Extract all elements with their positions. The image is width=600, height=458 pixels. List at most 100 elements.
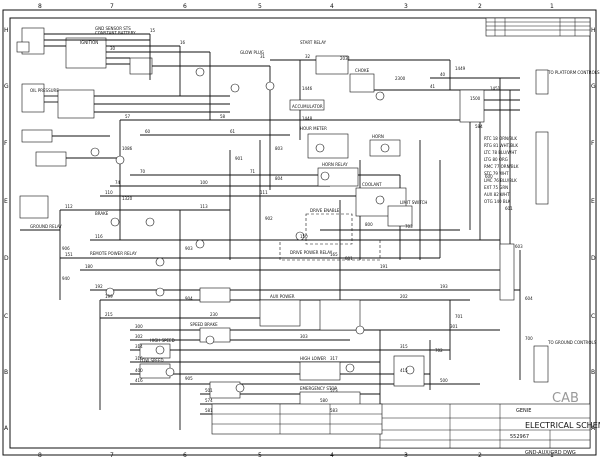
component-label-ignition: IGNITION	[80, 40, 98, 45]
component-label-start-relay: START RELAY	[300, 40, 327, 45]
wire-number-label: 303	[300, 334, 308, 339]
wire-number-label: 199	[105, 294, 113, 299]
wire-number-label: 316	[135, 356, 143, 361]
relay-coil-icon	[195, 67, 205, 77]
column-label: 1	[550, 452, 554, 458]
relay-coil-icon	[235, 383, 245, 393]
wire-number-label: 702	[435, 348, 443, 353]
component-label-counterweight-switch: GND SENSOR STS	[95, 26, 131, 31]
row-label: F	[591, 140, 595, 147]
wire-number-label: 1446	[302, 86, 313, 91]
wire-number-label: 70	[140, 169, 146, 174]
wire-number-label: 30	[110, 46, 116, 51]
wire-number-label: 416	[135, 378, 143, 383]
component-label-low-speed: LOW SPEED	[140, 358, 164, 363]
column-label: 6	[183, 452, 187, 458]
column-label: 6	[183, 3, 187, 10]
wire-number-label: 804	[275, 176, 283, 181]
wire-number-label: 202	[400, 294, 408, 299]
section-label: CAB	[552, 391, 579, 406]
wire-number-label: 703	[405, 224, 413, 229]
wire-number-label: 151	[65, 252, 73, 257]
wire-number-label: 16	[180, 40, 186, 45]
wire-number-label: 581	[205, 408, 213, 413]
wire-number-label: 314	[135, 344, 143, 349]
component-label-choke: CHOKE	[355, 68, 370, 73]
component-label-drive-enable: DRIVE ENABLE	[310, 208, 340, 213]
connector-pin-label: OTG 140 BLK	[484, 199, 511, 204]
component-label-ground-relay: GROUND RELAY	[30, 224, 62, 229]
wire-number-label: 300	[135, 324, 143, 329]
wire-number-label: 60	[145, 129, 151, 134]
column-label: 8	[38, 3, 42, 10]
row-label: A	[591, 425, 596, 432]
row-label: A	[4, 425, 9, 432]
column-label: 4	[330, 452, 334, 458]
drawing-border	[2, 9, 597, 456]
relay-coil-icon	[380, 143, 390, 153]
connector-pin-label: RTC 18 ORN/BLK	[484, 136, 517, 141]
relay-coil-icon	[155, 257, 165, 267]
wire-number-label: 601	[505, 206, 513, 211]
wire-number-label: 1320	[122, 196, 133, 201]
row-label: B	[591, 369, 595, 376]
wire-number-label: 600	[485, 174, 493, 179]
column-label: 4	[330, 3, 334, 10]
revision-note: GND-AUX/GRD DWG	[525, 450, 576, 456]
connector-pin-label: LMC 76 BLU/BLK	[484, 178, 517, 183]
component-label-high-lower: HIGH LOWER	[300, 356, 326, 361]
inner-border	[9, 17, 591, 449]
wire-number-label: 165	[330, 252, 338, 257]
wire-number-label: 701	[455, 314, 463, 319]
wire-number-label: 501	[205, 388, 213, 393]
column-label: 8	[38, 452, 42, 458]
wire-number-label: 580	[320, 398, 328, 403]
wire-number-label: 1449	[455, 66, 466, 71]
relay-coil-icon	[315, 143, 325, 153]
wire-number-label: 61	[230, 129, 236, 134]
wire-number-label: 700	[525, 336, 533, 341]
component-label-limit-switch: LIMIT SWITCH	[400, 200, 427, 205]
sheet-title: ELECTRICAL SCHEMATIC	[525, 421, 600, 430]
wire-number-label: 603	[515, 244, 523, 249]
wire-number-label: 113	[200, 204, 208, 209]
connector-pin-label: RTG 81 WHT/BLK	[484, 143, 518, 148]
row-label: H	[4, 27, 9, 34]
column-label: 5	[258, 3, 262, 10]
component-label-glow-plug: GLOW PLUG	[240, 50, 264, 55]
wire-number-label: 230	[210, 312, 218, 317]
wire-number-label: 192	[95, 284, 103, 289]
relay-coil-icon	[145, 217, 155, 227]
component-label-aux-power: AUX POWER	[270, 294, 295, 299]
wire-number-label: 180	[85, 264, 93, 269]
wire-number-label: 801	[345, 256, 353, 261]
row-label: G	[591, 83, 596, 90]
component-label-emergency-stop: EMERGENCY STOP	[300, 386, 337, 391]
wire-number-label: 584	[475, 124, 483, 129]
wire-number-label: 500	[440, 378, 448, 383]
relay-coil-icon	[155, 345, 165, 355]
wire-number-label: 2300	[395, 76, 406, 81]
wire-number-label: 302	[135, 334, 143, 339]
component-label-ground-controls: TO GROUND CONTROLS	[547, 340, 597, 345]
row-label: D	[4, 255, 9, 262]
wire-number-label: 71	[250, 169, 256, 174]
column-label: 2	[478, 452, 482, 458]
main-wiring	[20, 59, 521, 430]
wire-number-label: 150	[300, 234, 308, 239]
wire-number-label: 2031	[340, 56, 351, 61]
wire-number-label: 906	[62, 246, 70, 251]
row-label: H	[591, 27, 596, 34]
wire-number-label: 112	[65, 204, 73, 209]
relay-coil-icon	[205, 335, 215, 345]
component-label-brake: BRAKE	[95, 211, 109, 216]
wire-number-label: 111	[260, 190, 268, 195]
wire-number-label: 15	[150, 28, 156, 33]
column-label: 7	[110, 3, 114, 10]
wire-number-label: 1451	[490, 86, 501, 91]
relay-coil-icon	[155, 287, 165, 297]
column-label: 2	[478, 3, 482, 10]
